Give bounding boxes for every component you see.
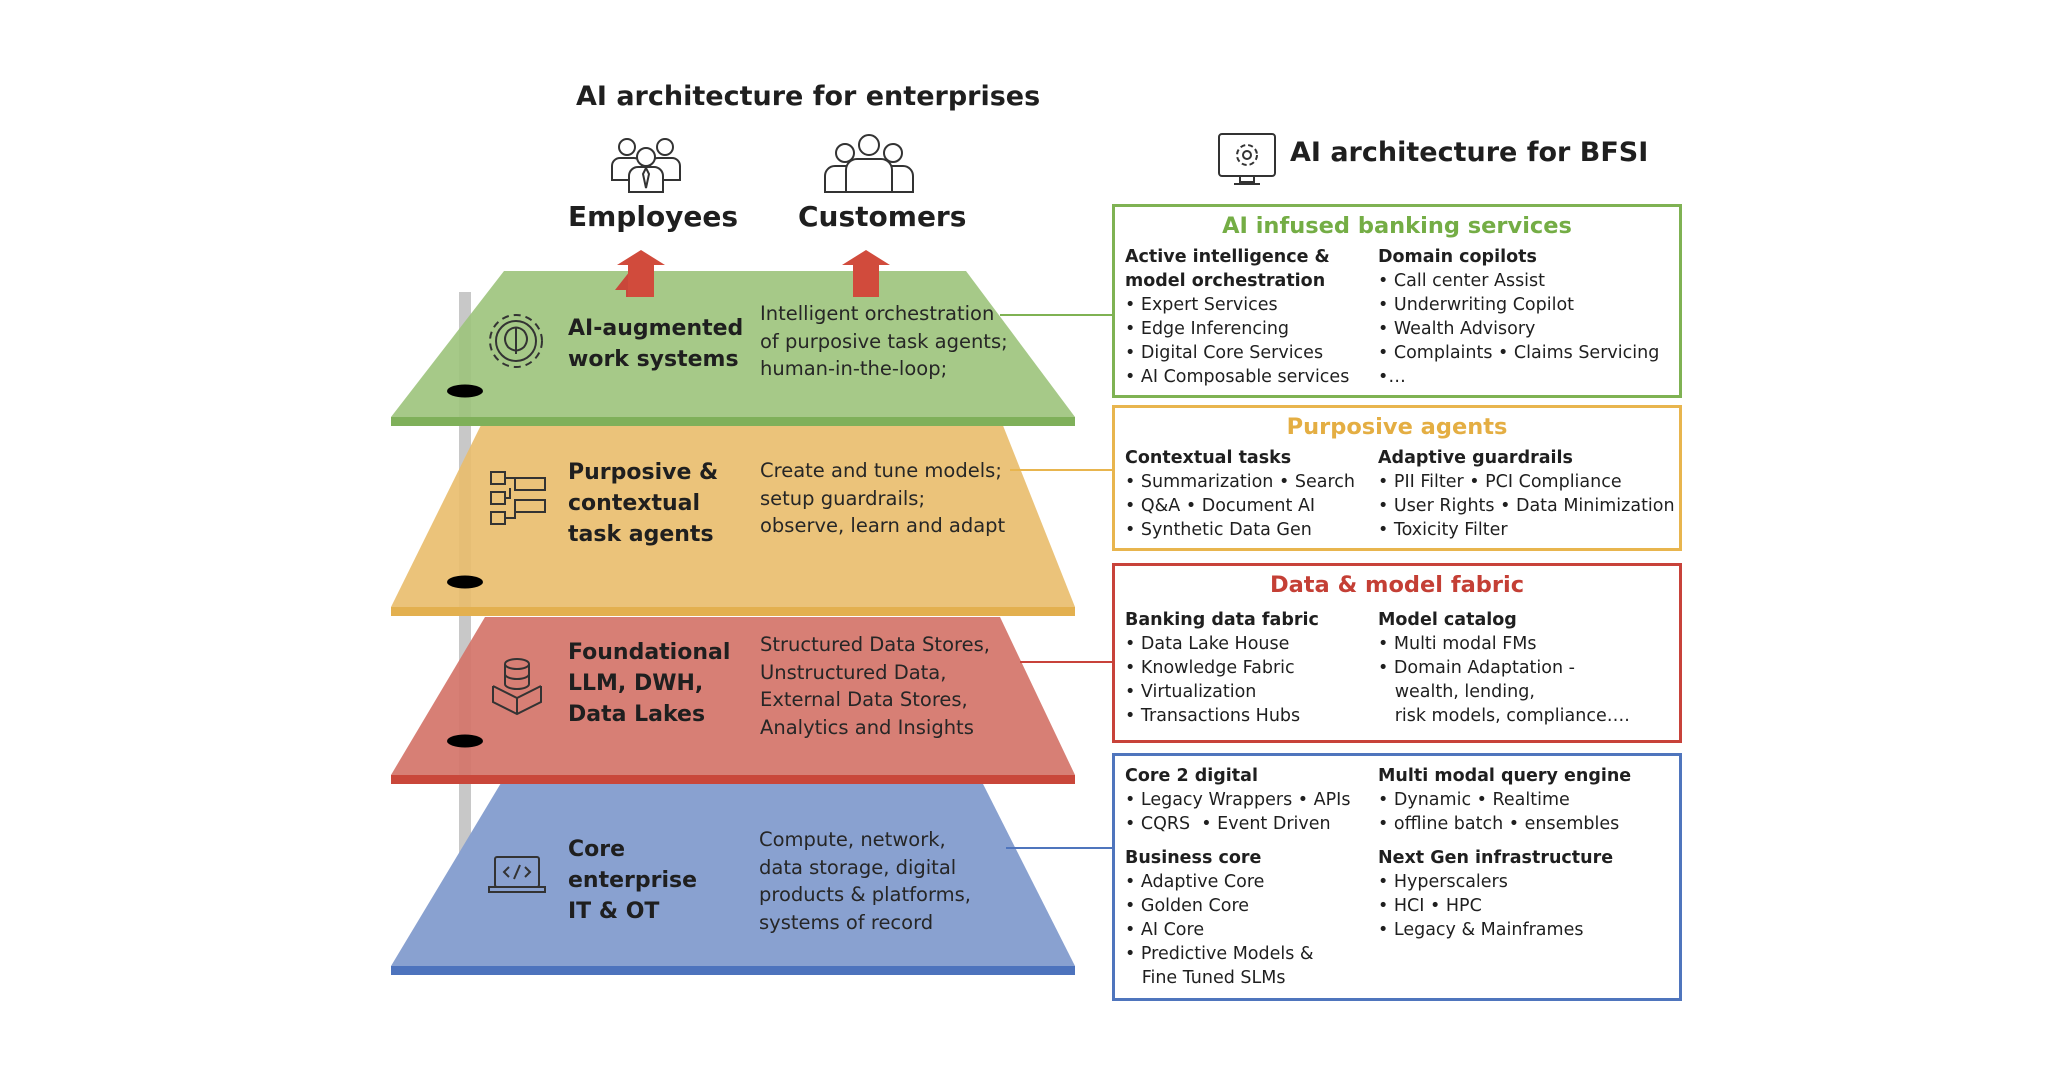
customers-icon	[824, 134, 914, 193]
laptop-code-icon	[488, 856, 546, 893]
layer-purposive-agents	[391, 423, 1075, 616]
monitor-gear-icon	[1218, 133, 1276, 185]
panel-data-model-fabric-col-left: Banking data fabric • Data Lake House • …	[1125, 610, 1319, 726]
bfsi-title: AI architecture for BFSI	[1290, 137, 1649, 168]
panel-data-model-fabric-title: Data & model fabric	[1269, 572, 1525, 598]
panel-core-infrastructure-col-left: Core 2 digital • Legacy Wrappers • APIs …	[1125, 766, 1351, 988]
pole-joint	[447, 384, 483, 398]
panel-purposive-agents-title: Purposive agents	[1286, 414, 1508, 440]
pole-joint	[447, 734, 483, 748]
employees-up-arrow	[615, 250, 665, 297]
panel-ai-banking-services-col-left: Active intelligence & model orchestratio…	[1125, 247, 1350, 387]
panel-core-infrastructure: Core 2 digital • Legacy Wrappers • APIs …	[1112, 753, 1682, 1001]
panel-ai-banking-services-title: AI infused banking services	[1222, 213, 1572, 239]
panel-purposive-agents-col-right: Adaptive guardrails • PII Filter • PCI C…	[1378, 448, 1675, 540]
panel-data-model-fabric-col-right: Model catalog • Multi modal FMs • Domain…	[1378, 610, 1630, 726]
gear-brain-icon	[489, 314, 543, 368]
panel-core-infrastructure-col-right: Multi modal query engine • Dynamic • Rea…	[1378, 766, 1632, 940]
audience-customers-label: Customers	[798, 200, 967, 233]
panel-purposive-agents-col-left: Contextual tasks • Summarization • Searc…	[1125, 448, 1355, 540]
customers-up-arrow	[842, 250, 890, 297]
employees-icon	[611, 138, 681, 193]
enterprise-title: AI architecture for enterprises	[576, 81, 1041, 112]
layer-ai-augmented	[391, 271, 1075, 426]
panel-data-model-fabric: Data & model fabric Banking data fabric …	[1112, 563, 1682, 743]
layer-core-enterprise	[391, 778, 1075, 975]
layer-purposive-agents-description: Create and tune models;setup guardrails;…	[760, 459, 1006, 537]
hierarchy-icon	[490, 471, 546, 525]
panel-purposive-agents: Purposive agents Contextual tasks • Summ…	[1112, 405, 1682, 551]
database-box-icon	[492, 658, 542, 716]
pole-joint	[447, 575, 483, 589]
panel-ai-banking-services-col-right: Domain copilots • Call center Assist • U…	[1378, 247, 1660, 387]
layer-foundational	[391, 617, 1075, 784]
layer-foundational-description: Structured Data Stores,Unstructured Data…	[760, 633, 990, 739]
audience-employees-label: Employees	[568, 200, 739, 233]
panel-ai-banking-services: AI infused banking services Active intel…	[1112, 204, 1682, 398]
